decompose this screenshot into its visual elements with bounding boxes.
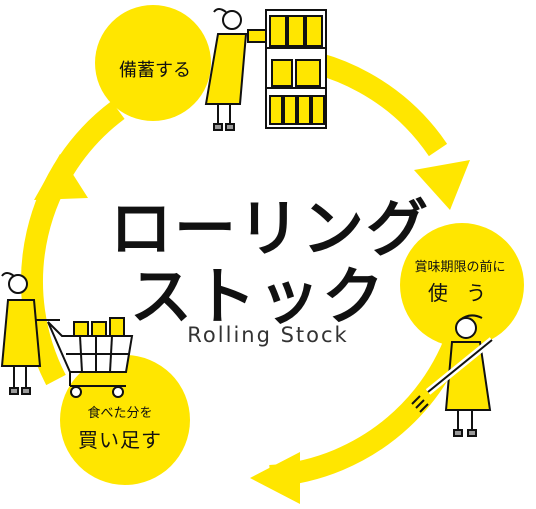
step-circle-use <box>400 223 524 347</box>
step-use-label-line2: 使 う <box>427 281 493 305</box>
arrow-head-left <box>34 154 88 200</box>
stockpile-shelf-icon <box>265 9 327 129</box>
person-stocking-icon <box>204 8 267 131</box>
step-stock-label: 備蓄する <box>119 60 191 81</box>
step-buy-label-line2: 買い足す <box>78 428 162 452</box>
title-subtitle: Rolling Stock <box>187 323 349 347</box>
step-buy-label-line1: 食べた分を <box>87 406 153 421</box>
arrow-heads <box>34 154 470 504</box>
step-use-label-line1: 賞味期限の前に <box>414 260 506 275</box>
arrow-buy-to-stock <box>21 101 125 386</box>
arrow-head-bottom <box>250 452 300 504</box>
step-circle-stock <box>95 5 211 121</box>
step-circle-buy <box>60 355 190 485</box>
shopping-cart-icon <box>0 272 134 398</box>
eating-with-fork-icon <box>411 314 495 437</box>
arrow-head-right <box>414 160 470 210</box>
title-line-2: ストック <box>129 260 386 333</box>
title-line-1: ローリング <box>109 192 430 265</box>
